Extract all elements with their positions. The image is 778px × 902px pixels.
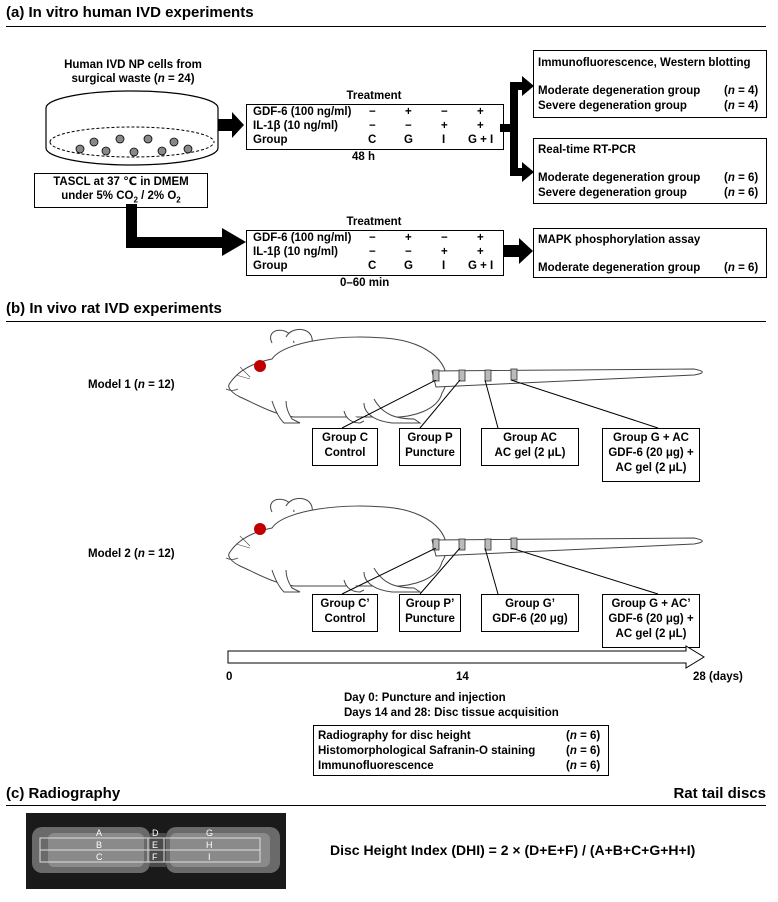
rat-eye — [254, 360, 266, 372]
timeline-tick-28: 28 — [693, 671, 706, 683]
radiograph-image: A B C D E F G H I — [26, 813, 286, 889]
section-b-title: (b) In vivo rat IVD experiments — [6, 300, 222, 317]
treatment-label-2: Treatment — [346, 216, 402, 228]
culture-conditions-box: TASCL at 37 ℃ in DMEM under 5% CO2 / 2% … — [34, 173, 208, 208]
arrow-treatment2-to-mapk — [503, 238, 533, 264]
result-box-rt-pcr: Real-time RT-PCR Moderate degeneration g… — [533, 138, 767, 204]
group-g-prime-box: Group G’GDF-6 (20 μg) — [481, 594, 579, 632]
tree-lines-model-2 — [341, 548, 659, 595]
result-box-immunofluorescence-wb: Immunofluorescence, Western blotting Mod… — [533, 50, 767, 118]
timeline-day14-28: Days 14 and 28: Disc tissue acquisition — [344, 707, 559, 719]
cells-in-dish — [75, 134, 193, 157]
section-a-title: (a) In vitro human IVD experiments — [6, 4, 254, 21]
svg-text:I: I — [208, 852, 211, 862]
tail-discs-1 — [432, 368, 518, 382]
section-a-rule — [6, 26, 766, 27]
svg-text:B: B — [96, 840, 102, 850]
timeline-unit: (days) — [709, 671, 743, 683]
rat-eye — [254, 523, 266, 535]
treatment-table-2: GDF-6 (100 ng/ml)−+−+ IL-1β (10 ng/ml)−−… — [246, 230, 504, 276]
arrow-dish-to-treatment — [218, 112, 244, 138]
treatment-table-1: GDF-6 (100 ng/ml)−+−+ IL-1β (10 ng/ml)−−… — [246, 104, 504, 150]
group-g-ac-prime-box: Group G + AC’GDF-6 (20 μg) +AC gel (2 μL… — [602, 594, 700, 648]
section-c-rule — [6, 805, 766, 806]
model-1-label: Model 1 (n = 12) — [88, 379, 175, 391]
model-2-label: Model 2 (n = 12) — [88, 548, 175, 560]
svg-text:E: E — [152, 840, 158, 850]
tail-discs-2 — [432, 537, 518, 551]
rat-model-2 — [225, 497, 703, 593]
svg-text:A: A — [96, 828, 102, 838]
arrow-dish-to-treatment-2 — [126, 204, 246, 256]
arrow-branch-to-results — [500, 76, 534, 182]
section-c-right-label: Rat tail discs — [673, 785, 766, 802]
timeline-tick-0: 0 — [226, 671, 233, 683]
treatment-time-1: 48 h — [352, 151, 376, 163]
group-p-prime-box: Group P’Puncture — [399, 594, 461, 632]
petri-dish — [45, 90, 219, 166]
cell-source-label: Human IVD NP cells from surgical waste (… — [64, 59, 202, 85]
assay-box: Radiography for disc height (n = 6) Hist… — [313, 725, 609, 776]
radiograph-labels: A B C D E F G H I — [96, 828, 213, 862]
tree-lines-model-1 — [341, 380, 659, 429]
dhi-formula: Disc Height Index (DHI) = 2 × (D+E+F) / … — [330, 842, 696, 858]
rat-model-1 — [225, 328, 703, 424]
svg-text:H: H — [206, 840, 213, 850]
group-c-prime-box: Group C’Control — [312, 594, 378, 632]
timeline-tick-14: 14 — [456, 671, 469, 683]
svg-text:C: C — [96, 852, 103, 862]
svg-text:G: G — [206, 828, 213, 838]
svg-text:F: F — [152, 852, 158, 862]
treatment-label-1: Treatment — [346, 90, 402, 102]
treatment-time-2: 0–60 min — [340, 277, 390, 289]
section-c-title: (c) Radiography — [6, 785, 121, 802]
timeline-day0: Day 0: Puncture and injection — [344, 692, 506, 704]
result-box-mapk: MAPK phosphorylation assay Moderate dege… — [533, 228, 767, 278]
svg-text:D: D — [152, 828, 159, 838]
section-b-rule — [6, 321, 766, 322]
timeline-arrow — [227, 645, 705, 669]
